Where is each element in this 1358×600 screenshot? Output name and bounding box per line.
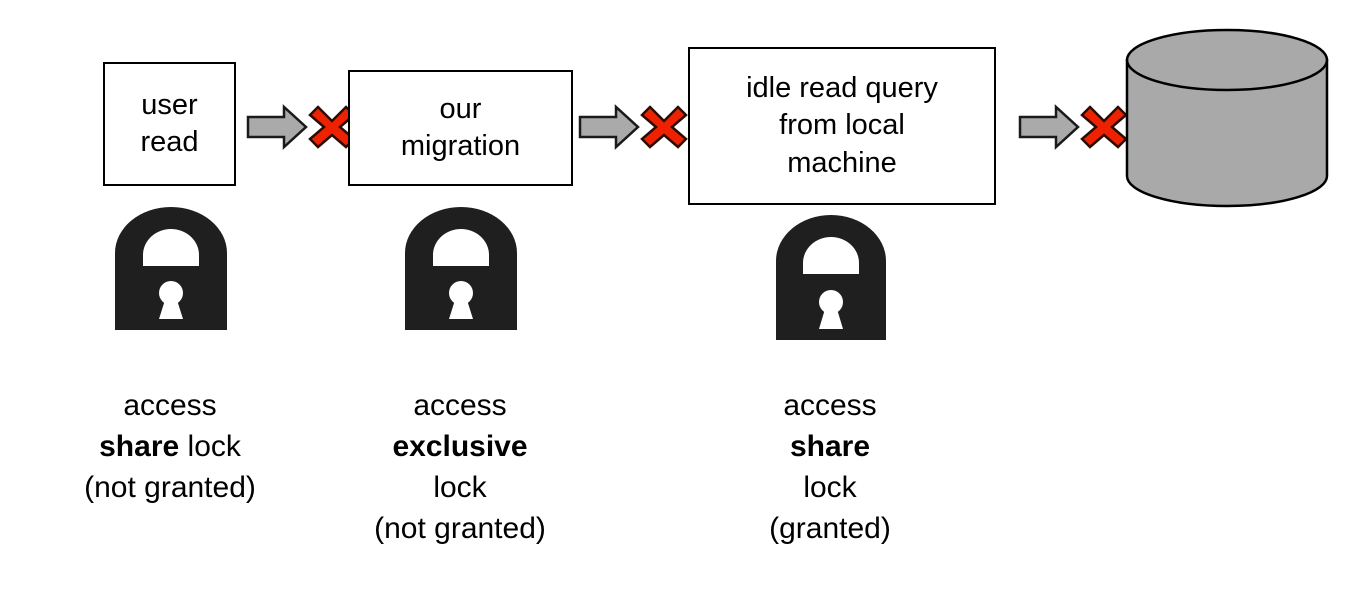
node-idle-read-query: idle read query from local machine xyxy=(688,47,996,205)
node-our-migration: our migration xyxy=(348,70,573,186)
caption-line: (granted) xyxy=(769,512,891,546)
caption-our-migration: access exclusive lock (not granted) xyxy=(310,385,610,549)
padlock-icon-our-migration xyxy=(399,207,523,333)
padlock-icon-user-read xyxy=(109,207,233,333)
caption-line: lock xyxy=(433,471,487,505)
node-our-migration-label: our migration xyxy=(400,92,521,162)
node-user-read-label: user read xyxy=(140,88,199,158)
caption-user-read: access share lock (not granted) xyxy=(20,385,320,508)
caption-line: access xyxy=(413,389,507,422)
database-cylinder-icon xyxy=(1124,28,1330,208)
red-x-icon xyxy=(1080,105,1128,149)
caption-bold-term: exclusive xyxy=(392,430,528,464)
node-idle-read-query-label: idle read query from local machine xyxy=(746,72,938,179)
arrow-right-icon xyxy=(578,104,640,150)
caption-bold-term: share xyxy=(789,430,871,464)
caption-line: lock xyxy=(803,471,857,505)
node-user-read: user read xyxy=(103,62,236,186)
connector-idle-read-query-to-database xyxy=(1018,101,1128,153)
arrow-right-icon xyxy=(246,104,308,150)
caption-line: access xyxy=(783,389,877,422)
red-x-icon xyxy=(308,105,356,149)
caption-line: access xyxy=(123,389,217,422)
caption-line: (not granted) xyxy=(84,471,256,505)
caption-bold-term: share xyxy=(99,430,180,464)
connector-user-read-to-our-migration xyxy=(246,101,356,153)
caption-line: share lock xyxy=(20,426,320,467)
caption-line: (not granted) xyxy=(374,512,546,546)
arrow-right-icon xyxy=(1018,104,1080,150)
caption-idle-read-query: access share lock (granted) xyxy=(680,385,980,549)
padlock-icon-idle-read-query xyxy=(771,213,891,343)
caption-rest: lock xyxy=(179,430,241,464)
red-x-icon xyxy=(640,105,688,149)
connector-our-migration-to-idle-read-query xyxy=(578,101,688,153)
